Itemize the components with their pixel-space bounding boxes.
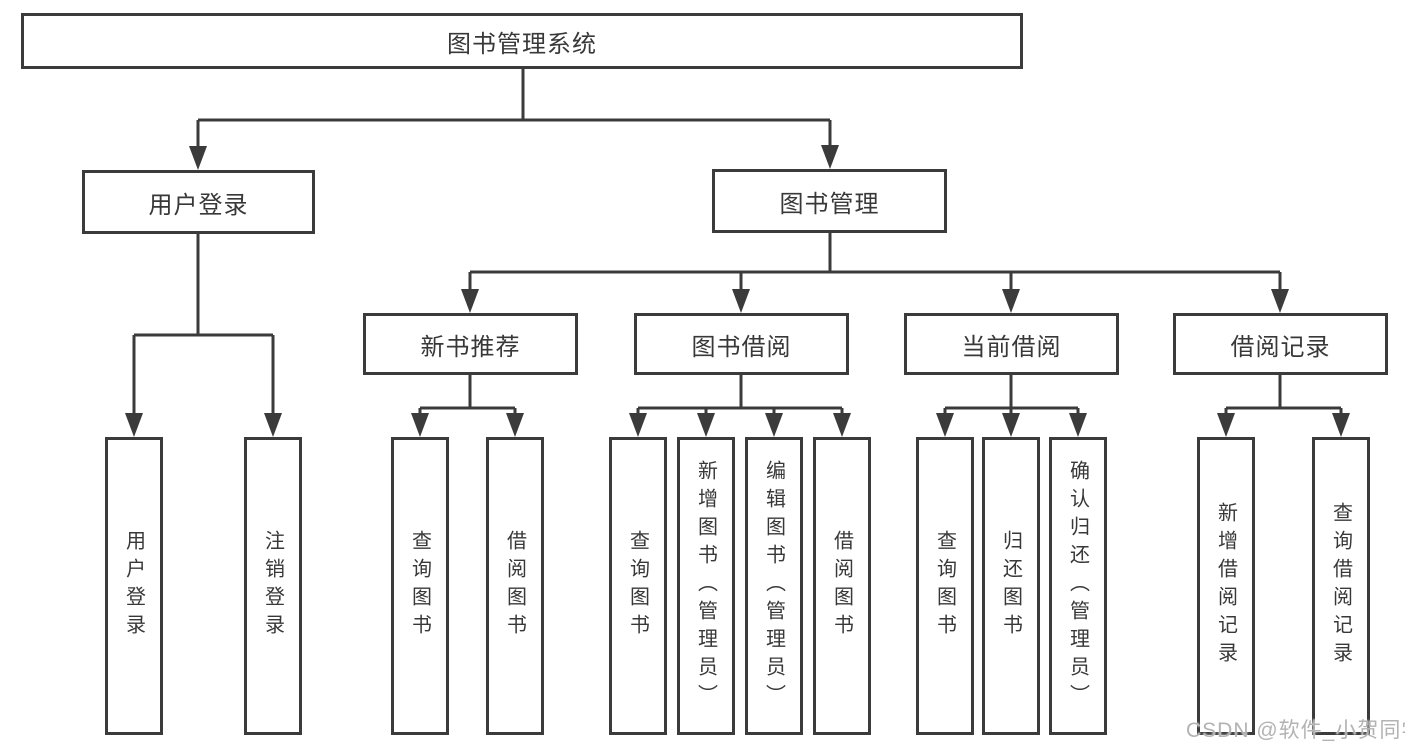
arrowhead <box>833 413 851 437</box>
arrowhead <box>189 146 207 170</box>
node-leaf-logout: 注销登录 <box>244 437 302 735</box>
arrowhead <box>1002 289 1020 313</box>
node-user-login: 用户登录 <box>82 170 315 234</box>
arrowhead <box>697 413 715 437</box>
node-borrowing-records: 借阅记录 <box>1173 313 1388 375</box>
node-current-borrowing: 当前借阅 <box>904 313 1119 375</box>
connector-borrowing-records-children <box>1217 375 1350 437</box>
node-leaf-return-book: 归还图书 <box>982 437 1040 735</box>
arrowhead <box>936 413 954 437</box>
arrowhead <box>1217 413 1235 437</box>
arrowhead <box>1332 413 1350 437</box>
arrowhead <box>125 413 143 437</box>
arrowhead <box>765 413 783 437</box>
arrowhead <box>1271 289 1289 313</box>
arrowhead <box>629 413 647 437</box>
connector-user-login-children <box>125 234 282 437</box>
node-book-management: 图书管理 <box>712 169 947 233</box>
node-root: 图书管理系统 <box>21 13 1023 69</box>
csdn-watermark: CSDN @软件_小贺同学 <box>1186 719 1405 742</box>
node-leaf-borrow-books-borrow: 借阅图书 <box>813 437 871 735</box>
connector-book-management-children <box>461 233 1289 313</box>
node-leaf-query-books-recommend: 查询图书 <box>391 437 449 735</box>
node-leaf-user-login: 用户登录 <box>105 437 163 735</box>
node-leaf-query-books-current: 查询图书 <box>916 437 974 735</box>
node-leaf-edit-book-admin: 编辑图书（管理员） <box>745 437 803 735</box>
arrowhead <box>821 145 839 169</box>
connector-new-book-recommend-children <box>411 375 524 437</box>
node-leaf-query-borrow-record: 查询借阅记录 <box>1312 437 1370 735</box>
arrowhead <box>1069 413 1087 437</box>
connector-root-to-level2 <box>189 69 839 170</box>
node-leaf-query-books-borrow: 查询图书 <box>609 437 667 735</box>
node-leaf-add-book-admin: 新增图书（管理员） <box>677 437 735 735</box>
node-leaf-borrow-books-recommend: 借阅图书 <box>486 437 544 735</box>
arrowhead <box>506 413 524 437</box>
arrowhead <box>411 413 429 437</box>
arrowhead <box>1002 413 1020 437</box>
connector-current-borrowing-children <box>936 375 1087 437</box>
arrowhead <box>461 289 479 313</box>
node-book-borrowing: 图书借阅 <box>634 313 849 375</box>
arrowhead <box>264 413 282 437</box>
node-leaf-add-borrow-record: 新增借阅记录 <box>1197 437 1255 735</box>
node-new-book-recommend: 新书推荐 <box>363 313 578 375</box>
arrowhead <box>732 289 750 313</box>
node-leaf-confirm-return-admin: 确认归还（管理员） <box>1049 437 1107 735</box>
connector-book-borrowing-children <box>629 375 851 437</box>
